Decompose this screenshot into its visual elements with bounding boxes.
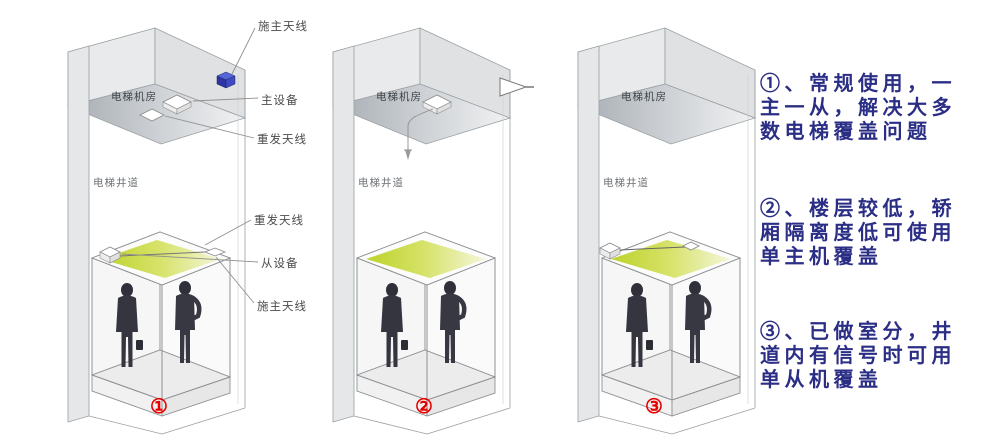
callout-slave-unit: 从设备 [261, 256, 299, 270]
leader-line [231, 27, 256, 75]
shaft-left-wall [577, 45, 600, 423]
shaft-floor-right-edge [161, 407, 246, 435]
shaft-left-wall [67, 45, 90, 423]
diagram-number: ① [150, 396, 168, 418]
horn-antenna-icon [499, 77, 534, 97]
elevator-diagram-1: 电梯机房 电梯井道 [66, 19, 308, 435]
repeat-antenna-icon [139, 108, 165, 122]
elevator-shaft: 电梯机房 电梯井道 [66, 27, 247, 435]
callout-repeat-antenna-top: 重发天线 [257, 132, 307, 146]
elevator-diagram-3: 电梯机房 电梯井道 ③ [576, 27, 757, 435]
slave-unit-icon [599, 242, 621, 260]
car-front-right-outline [671, 257, 741, 401]
car-top-cable [619, 246, 686, 251]
machine-room-label: 电梯机房 [111, 90, 157, 103]
car-front-right-outline [426, 257, 496, 401]
diagram-number: ② [415, 396, 433, 418]
elevator-car [90, 231, 232, 417]
diagram-number: ③ [645, 396, 663, 418]
notes-column: ①、常规使用，一主一从，解决大多数电梯覆盖问题 ②、楼层较低，轿厢隔离度低可使用… [760, 0, 978, 448]
callout-repeat-antenna-car: 重发天线 [254, 213, 304, 227]
leader-line [164, 115, 255, 139]
leader-line [204, 219, 252, 246]
machine-room-equipment [139, 71, 236, 122]
callout-main-unit: 主设备 [261, 93, 299, 107]
leader-line [121, 253, 259, 263]
shaft-floor-left-edge [88, 415, 163, 435]
machine-room-label: 电梯机房 [621, 90, 667, 103]
shaft-floor-left-edge [598, 415, 673, 435]
shaft-left-wall [332, 45, 355, 423]
car-top-cable [119, 251, 206, 257]
main-unit-icon [162, 94, 192, 115]
note-3: ③、已做室分，井道内有信号时可用单从机覆盖 [760, 321, 956, 391]
machine-room-label: 电梯机房 [376, 90, 422, 103]
shaft-label: 电梯井道 [358, 176, 404, 189]
leader-line [215, 256, 255, 304]
car-donor-antenna-icon [203, 247, 227, 257]
ceiling-unit-icon [422, 94, 452, 115]
machine-room-equipment [404, 77, 534, 160]
shaft-floor-right-edge [671, 407, 756, 435]
elevator-shaft: 电梯机房 电梯井道 [331, 27, 512, 435]
shaft-floor-right-edge [426, 407, 511, 435]
shaft-label: 电梯井道 [603, 176, 649, 189]
donor-antenna-icon [216, 71, 236, 89]
note-1: ①、常规使用，一主一从，解决大多数电梯覆盖问题 [760, 73, 956, 143]
elevator-car [355, 231, 497, 417]
shaft-floor-left-edge [353, 415, 428, 435]
elevator-shaft: 电梯机房 电梯井道 [576, 27, 757, 435]
elevator-diagram-2: 电梯机房 电梯井道 [331, 27, 534, 435]
ceiling-cable [407, 108, 434, 150]
shaft-label: 电梯井道 [93, 176, 139, 189]
note-2: ②、楼层较低，轿厢隔离度低可使用单主机覆盖 [760, 198, 956, 268]
car-antenna-strip [101, 240, 221, 278]
car-antenna-stub-icon [682, 241, 700, 251]
leader-line [192, 97, 259, 102]
hanging-antenna-icon [404, 149, 412, 160]
callout-donor-antenna-car: 施主天线 [257, 299, 307, 313]
elevator-car [599, 231, 742, 417]
slave-unit-icon [99, 246, 121, 264]
callouts: 施主天线 主设备 重发天线 重发天线 从设备 施主天线 [121, 19, 308, 313]
car-front-right-outline [161, 257, 231, 401]
callout-donor-antenna-top: 施主天线 [258, 19, 308, 33]
car-antenna-strip [366, 240, 486, 278]
